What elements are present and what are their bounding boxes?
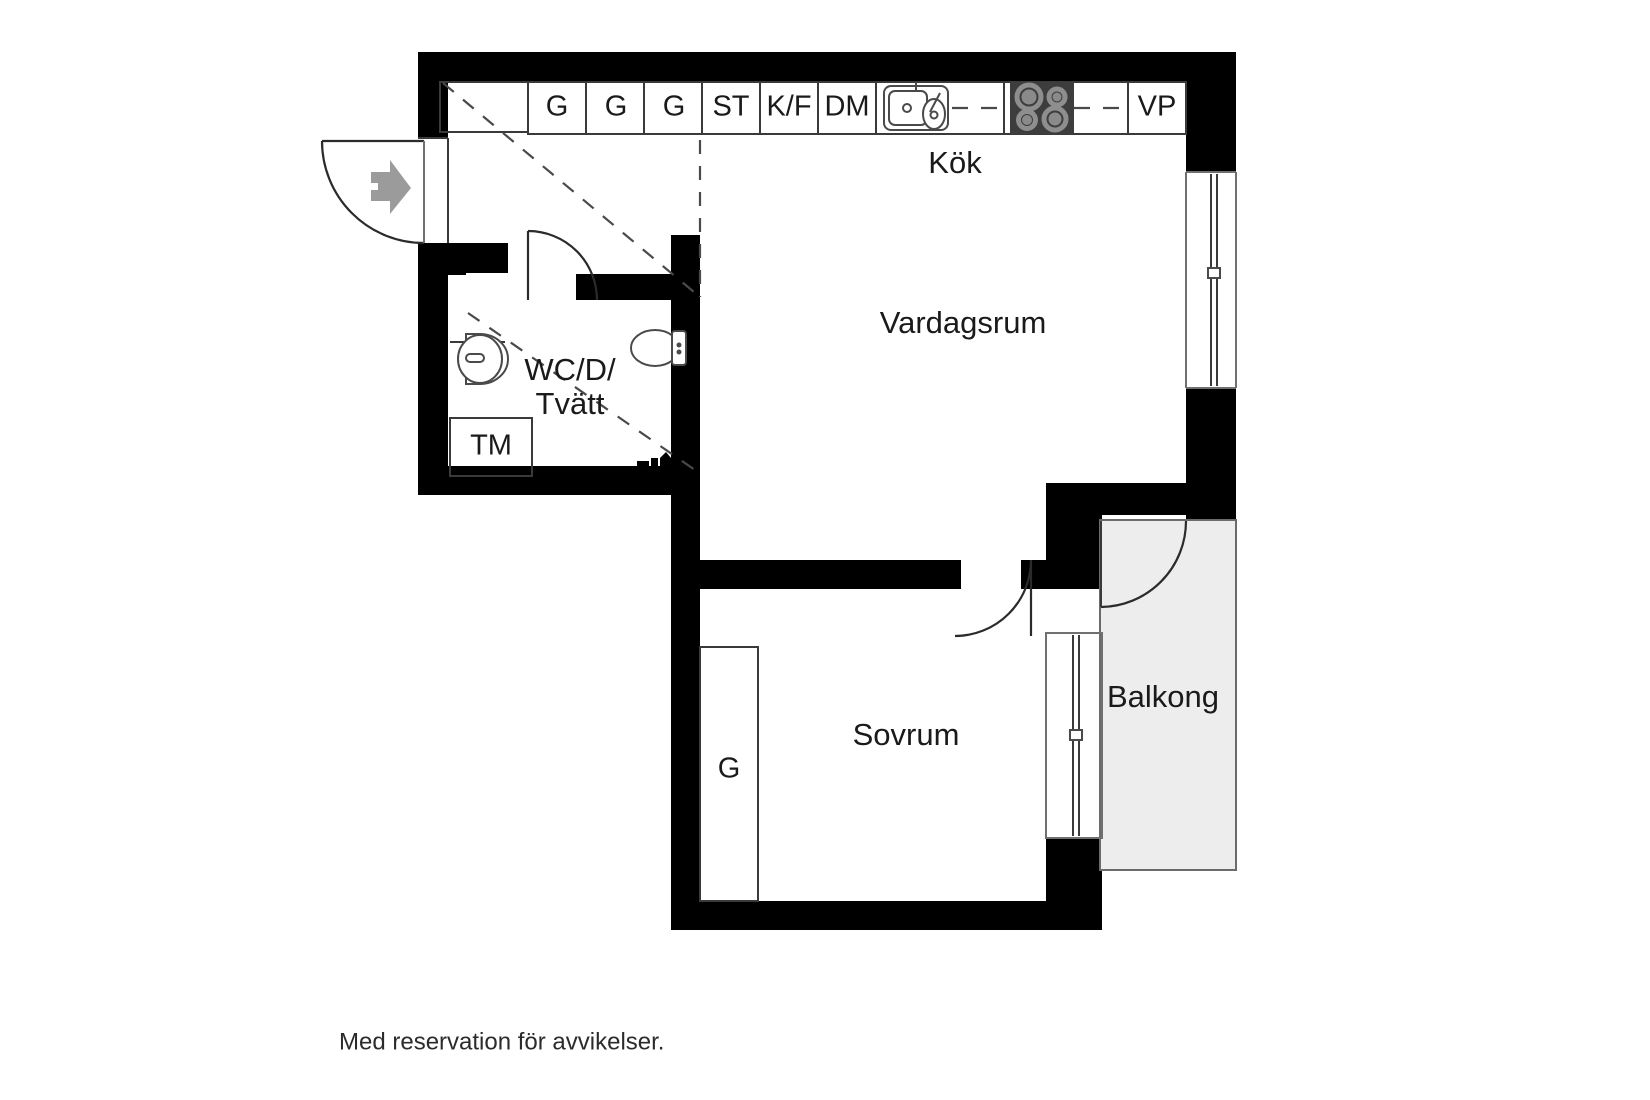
wall-structure	[418, 52, 1236, 930]
dashed-diagonal-wc	[467, 312, 696, 471]
appliance-tm-box[interactable]	[449, 417, 533, 477]
wall-living-bedroom	[671, 560, 961, 589]
room-label-wc-line2: Tvätt	[536, 386, 605, 421]
interior-outlines	[418, 137, 1237, 902]
cabinet-vp[interactable]	[1127, 81, 1187, 135]
cabinet-label-dm: DM	[824, 91, 869, 123]
wall-right-upper	[1186, 52, 1236, 172]
wall-balcony-left-lower	[1046, 838, 1102, 930]
floor-drain-icon	[637, 452, 671, 469]
wall-top	[418, 52, 1236, 82]
toilet-icon	[630, 329, 687, 367]
disclaimer-caption: Med reservation för avvikelser.	[339, 1028, 664, 1055]
closet-bedroom-g	[699, 646, 759, 902]
wall-living-bottom-right	[1021, 560, 1102, 589]
cabinet-label-st: ST	[712, 91, 749, 123]
room-label-kok: Kök	[928, 145, 982, 180]
cabinet-label-g1: G	[546, 91, 569, 123]
room-label-sovrum: Sovrum	[853, 717, 960, 752]
wall-left-lower	[418, 243, 448, 495]
entrance-direction-arrow	[371, 160, 411, 214]
wc-door-swing	[526, 229, 599, 301]
dashed-diagonal-upper	[442, 82, 701, 298]
room-label-balkong: Balkong	[1107, 679, 1219, 714]
appliance-label-tm: TM	[470, 430, 512, 462]
closet-label-g-sovrum: G	[718, 753, 741, 785]
wall-entry-jog	[418, 243, 466, 275]
wall-right-mid	[1186, 388, 1236, 498]
wall-bedroom-bottom	[671, 901, 1071, 930]
cabinet-label-g2: G	[605, 91, 628, 123]
wall-balcony-top-right	[1186, 498, 1236, 522]
wall-left-upper	[418, 52, 448, 138]
dashed-guides	[442, 82, 702, 471]
room-label-vardagsrum: Vardagsrum	[880, 305, 1047, 340]
bedroom-door-swing	[954, 559, 1033, 638]
living-room-window	[1207, 174, 1221, 386]
wall-wc-top-stub	[466, 243, 508, 273]
room-label-wc-line1: WC/D/	[524, 352, 616, 387]
wall-living-bottom-balcony	[1046, 483, 1186, 515]
cabinet-label-kf: K/F	[766, 91, 811, 123]
cabinet-label-vp: VP	[1138, 91, 1177, 123]
cabinet-label-g3: G	[663, 91, 686, 123]
entrance-door-swing	[320, 139, 425, 245]
washbasin-icon	[450, 333, 509, 385]
kitchen-sink-icon	[883, 82, 949, 131]
balcony-area: Balkong	[1099, 519, 1237, 871]
wall-hall-wc	[576, 274, 672, 300]
wall-wc-bottom	[418, 466, 700, 495]
bedroom-balcony-window	[1045, 632, 1103, 839]
kitchen-cabinet-run: G G G ST K/F DM VP	[439, 81, 1187, 135]
balcony-slab	[1099, 519, 1237, 871]
stove-cooktop-icon	[1010, 82, 1074, 134]
balcony-door-swing	[1100, 520, 1188, 609]
